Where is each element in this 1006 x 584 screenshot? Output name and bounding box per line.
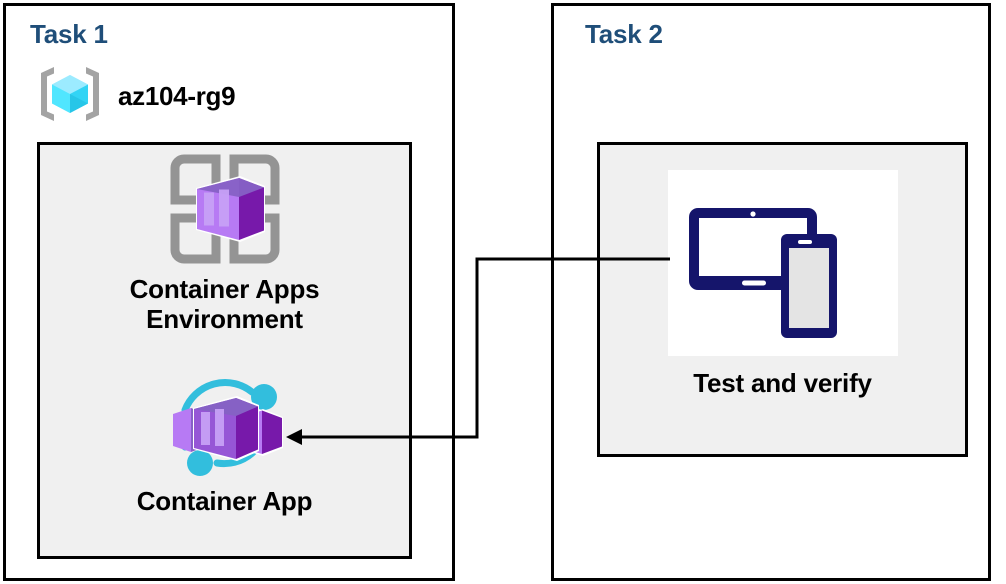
devices-test-verify-icon (686, 184, 882, 342)
task-2-title: Task 2 (585, 19, 663, 49)
node-container-apps-environment: Container Apps Environment (37, 150, 412, 365)
azure-resource-group-icon (34, 58, 106, 135)
node-label-container-apps-environment: Container Apps Environment (37, 274, 412, 334)
node-test-and-verify: Test and verify (597, 168, 968, 418)
task-1-title: Task 1 (30, 19, 108, 49)
container-app-icon (155, 368, 295, 486)
cae-label-line-1: Container Apps (129, 274, 320, 304)
node-label-test-and-verify: Test and verify (693, 368, 872, 398)
container-apps-environment-icon (166, 150, 284, 268)
resource-group-row: az104-rg9 (34, 58, 236, 135)
cae-label-line-2: Environment (146, 304, 303, 335)
node-container-app: Container App (37, 368, 412, 543)
node-label-container-app: Container App (136, 486, 313, 516)
resource-group-name: az104-rg9 (118, 80, 236, 111)
test-verify-image-backdrop (668, 170, 898, 356)
